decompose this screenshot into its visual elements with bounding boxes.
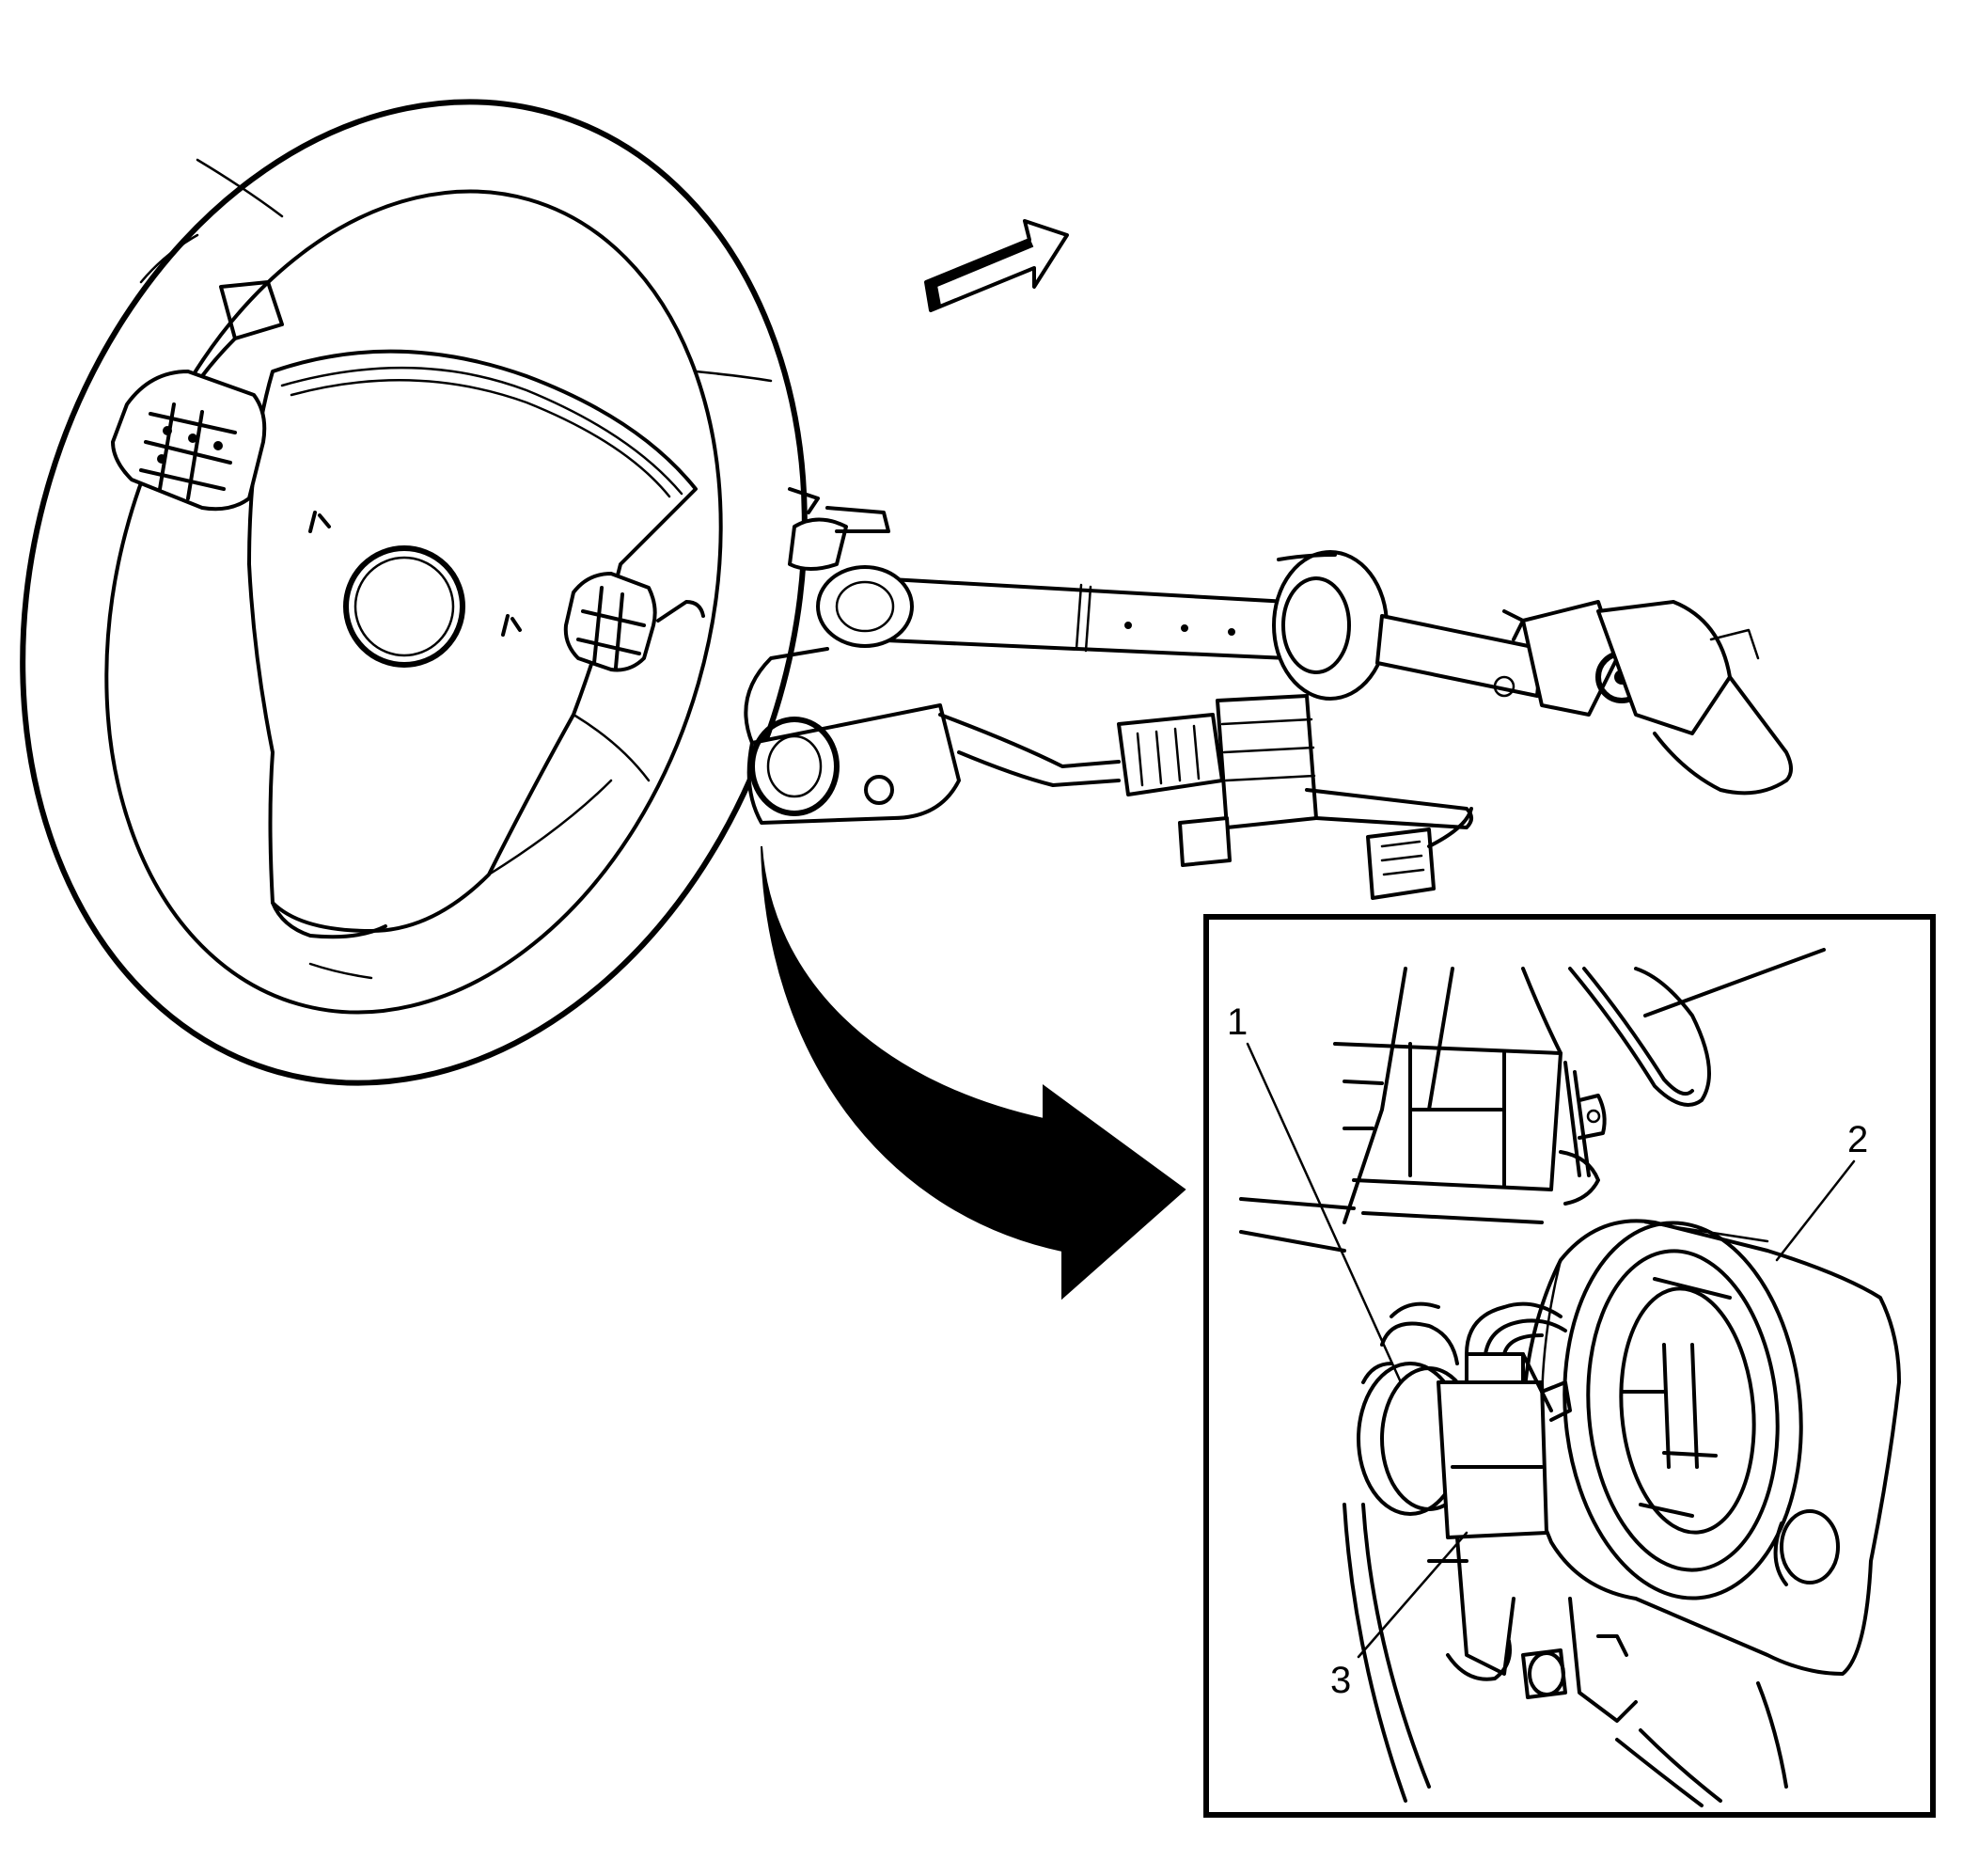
left-control-switch xyxy=(111,370,267,512)
steering-wheel xyxy=(20,99,808,1086)
leader-line-3 xyxy=(1357,1531,1468,1659)
clockspring xyxy=(1521,1219,1901,1676)
callout-leader-lines xyxy=(1246,1042,1856,1659)
leader-line-2 xyxy=(1775,1159,1856,1262)
forward-direction-arrow-icon xyxy=(924,219,1069,312)
inset-column-bracket xyxy=(1239,967,1607,1253)
leader-line-1 xyxy=(1246,1042,1403,1384)
right-control-switch xyxy=(563,572,705,672)
steering-column-assembly xyxy=(744,487,1793,900)
callout-3: 3 xyxy=(1330,1660,1351,1701)
detail-view-arrow-icon xyxy=(761,845,1186,1301)
steering-wheel-hub xyxy=(200,280,698,939)
detail-inset: 1 2 3 xyxy=(1203,914,1936,1818)
callout-2: 2 xyxy=(1847,1119,1868,1160)
inset-lower-bracket xyxy=(1343,1503,1788,1807)
callout-1: 1 xyxy=(1227,1001,1248,1043)
clockspring-connector xyxy=(1357,1301,1572,1539)
inset-steering-shaft-flange xyxy=(1568,948,1826,1107)
